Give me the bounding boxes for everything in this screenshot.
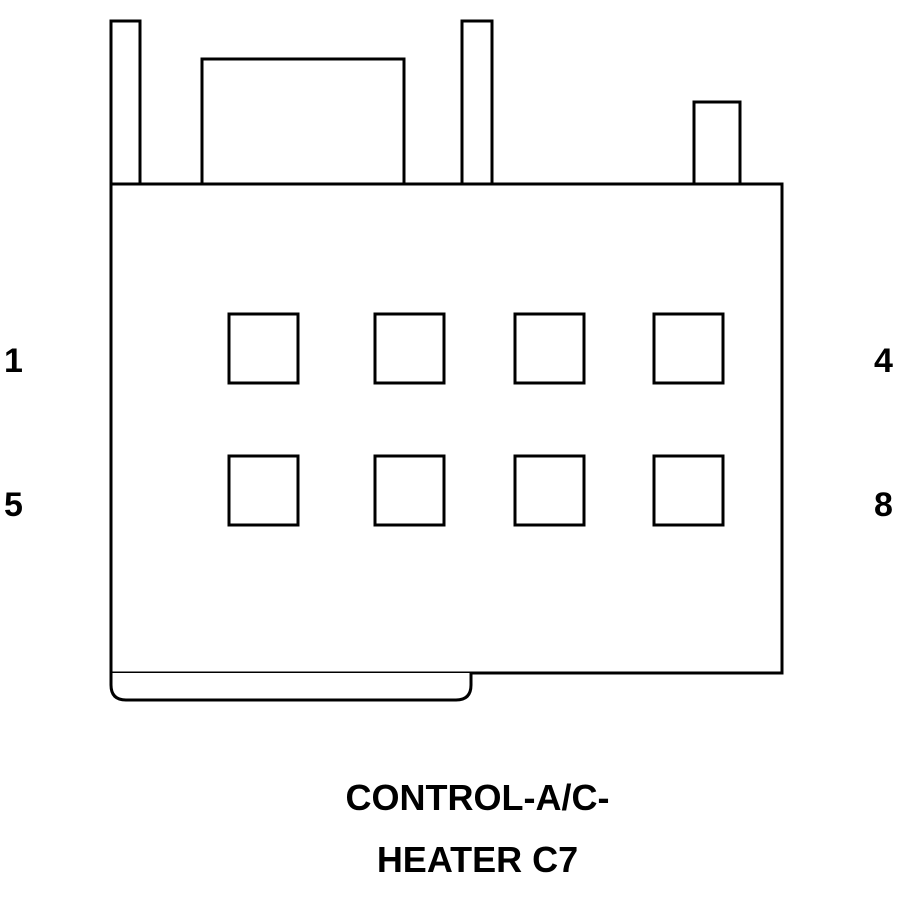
cavity-5: [227, 454, 300, 527]
center-post: [460, 19, 494, 186]
latch-tab: [200, 57, 406, 186]
left-post: [109, 19, 142, 186]
connector-title-line-1: CONTROL-A/C-: [345, 777, 610, 818]
cavity-1: [227, 312, 300, 385]
cavity-7: [513, 454, 586, 527]
cavity-3: [513, 312, 586, 385]
cavity-8: [652, 454, 725, 527]
pin-label-8: 8: [874, 486, 893, 524]
cavity-2: [373, 312, 446, 385]
pin-label-4: 4: [874, 342, 893, 380]
cavity-4: [652, 312, 725, 385]
cavity-6: [373, 454, 446, 527]
cavity-grid: [227, 312, 725, 527]
right-key-tab: [692, 100, 742, 186]
connector-housing: [109, 182, 784, 675]
connector-title-line-2: HEATER C7: [376, 839, 579, 880]
pin-label-1: 1: [4, 342, 23, 380]
bottom-rail: [109, 673, 473, 702]
pin-label-5: 5: [4, 486, 23, 524]
